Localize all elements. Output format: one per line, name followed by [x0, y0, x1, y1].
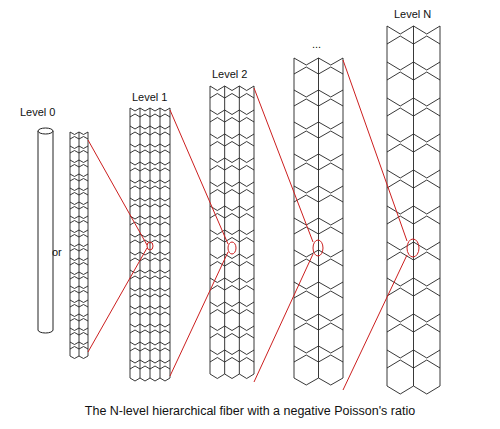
fiber-cells: [294, 58, 343, 385]
level-label: Level 2: [212, 68, 247, 81]
ellipsis-label: ...: [312, 38, 321, 51]
or-label: or: [52, 246, 62, 259]
level-label: Level N: [394, 8, 431, 21]
fiber-cells: [70, 132, 88, 359]
zoom-lines: [88, 60, 419, 390]
solid-fiber: [38, 128, 53, 333]
fiber-cells: [130, 108, 170, 381]
fiber-cells: [387, 26, 440, 394]
honeycomb-fibers: [70, 26, 440, 394]
fiber-cells: [210, 86, 254, 379]
level-label: Level 0: [20, 106, 55, 119]
level-label: Level 1: [132, 91, 167, 104]
figure-caption: The N-level hierarchical fiber with a ne…: [0, 404, 500, 419]
